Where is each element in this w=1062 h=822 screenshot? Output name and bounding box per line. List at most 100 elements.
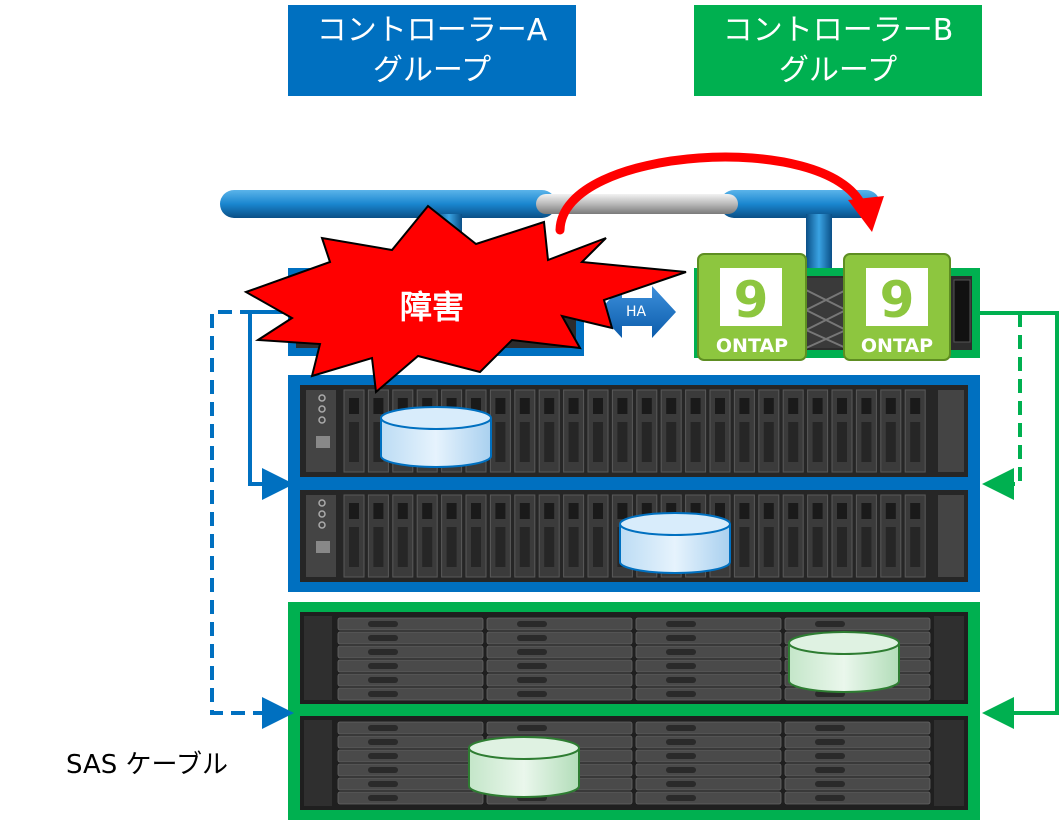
drive-bay-slot [715, 422, 725, 462]
drive-bay-latch [690, 503, 701, 519]
drive-bay-slot [910, 422, 921, 462]
drive-bay-latch [812, 503, 823, 519]
drive-bay-latch [446, 503, 457, 519]
drive-carrier-handle [368, 635, 398, 641]
drive-carrier [337, 749, 484, 763]
drive-carrier [635, 749, 782, 763]
drive-bay-slot [885, 422, 896, 462]
drive-carrier-handle [368, 663, 398, 669]
drive-carrier [635, 673, 782, 687]
drive-bay-slot [519, 422, 530, 462]
drive-bay-latch [544, 398, 555, 414]
drive-bay-latch [495, 398, 506, 414]
drive-bay-latch [861, 503, 872, 519]
drive-carrier [486, 673, 633, 687]
ontap-name-1: ONTAP [716, 335, 788, 357]
drive-carrier [337, 687, 484, 701]
drive-bay-slot [568, 422, 579, 462]
drive-bay-slot [593, 422, 603, 462]
sas-cable-label: SAS ケーブル [66, 750, 228, 780]
drive-bay-slot [763, 527, 774, 567]
drive-bay-slot [885, 527, 896, 567]
drive-bay-slot [788, 527, 799, 567]
drive-bay-latch [617, 398, 628, 414]
drive-bay-latch [812, 398, 823, 414]
drive-bay-latch [837, 398, 847, 414]
drive-carrier [784, 721, 931, 735]
drive-bay-latch [568, 503, 579, 519]
drive-bay-slot [568, 527, 579, 567]
drive-bay-latch [495, 503, 506, 519]
failure-burst: 障害 [243, 204, 687, 394]
drive-bay-slot [593, 527, 603, 567]
drive-bay-latch [666, 503, 677, 519]
drive-carrier [635, 763, 782, 777]
drive-carrier-handle [368, 691, 398, 697]
ontap-module-2: 9 ONTAP [843, 253, 951, 361]
failover-arrow [555, 152, 884, 235]
drive-carrier [784, 735, 931, 749]
drive-carrier-handle [815, 739, 845, 745]
drive-bay-slot [641, 422, 652, 462]
drive-carrier-handle [666, 753, 696, 759]
drive-bay-slot [422, 527, 433, 567]
drive-bay-latch [349, 503, 359, 519]
controller-a-title: コントローラーA [316, 12, 548, 48]
drive-bay-latch [422, 398, 433, 414]
failure-label: 障害 [400, 288, 464, 326]
drive-bay-slot [397, 527, 408, 567]
drive-carrier [486, 645, 633, 659]
controller-b-title: コントローラーB [722, 12, 954, 48]
drive-carrier-handle [815, 767, 845, 773]
drive-carrier [635, 645, 782, 659]
disk-cylinder-a-2 [619, 512, 731, 574]
chassis-mesh [805, 278, 847, 349]
drive-carrier-handle [368, 725, 398, 731]
drive-carrier-handle [517, 621, 547, 627]
drive-carrier-handle [517, 635, 547, 641]
drive-carrier-handle [368, 753, 398, 759]
drive-bay-slot [666, 422, 677, 462]
drive-bay-latch [519, 503, 530, 519]
drive-bay-latch [910, 503, 921, 519]
drive-carrier-handle [517, 691, 547, 697]
shelf-b-2 [300, 716, 968, 810]
drive-bay-latch [422, 503, 433, 519]
drive-carrier [635, 631, 782, 645]
ontap-name-2: ONTAP [861, 335, 933, 357]
drive-carrier [486, 721, 633, 735]
drive-carrier-handle [368, 739, 398, 745]
drive-bay-slot [349, 527, 359, 567]
shelf-a-2 [300, 490, 968, 582]
drive-carrier [337, 645, 484, 659]
drive-bay-latch [739, 503, 750, 519]
drive-carrier [337, 659, 484, 673]
drive-bay-slot [910, 527, 921, 567]
drive-bay-slot [349, 422, 359, 462]
drive-bay-latch [397, 503, 408, 519]
drive-carrier [635, 659, 782, 673]
drive-carrier-handle [666, 649, 696, 655]
drive-carrier-handle [368, 767, 398, 773]
ha-label: HA [626, 304, 647, 320]
disk-cylinder-b-1 [788, 631, 900, 693]
drive-bay-latch [739, 398, 750, 414]
drive-carrier [337, 777, 484, 791]
drive-carrier [337, 791, 484, 805]
drive-bay-slot [544, 422, 555, 462]
drive-carrier [784, 617, 931, 631]
drive-carrier [486, 687, 633, 701]
sas-cable-b-dashed [982, 313, 1022, 500]
drive-carrier-handle [368, 677, 398, 683]
drive-bay-slot [812, 527, 823, 567]
drive-carrier-handle [368, 621, 398, 627]
drive-bay-slot [861, 527, 872, 567]
drive-bay-slot [861, 422, 872, 462]
drive-bay-slot [519, 527, 530, 567]
drive-carrier-handle [368, 795, 398, 801]
drive-carrier [784, 763, 931, 777]
drive-bay-latch [837, 503, 847, 519]
drive-carrier [784, 777, 931, 791]
drive-bay-latch [519, 398, 530, 414]
